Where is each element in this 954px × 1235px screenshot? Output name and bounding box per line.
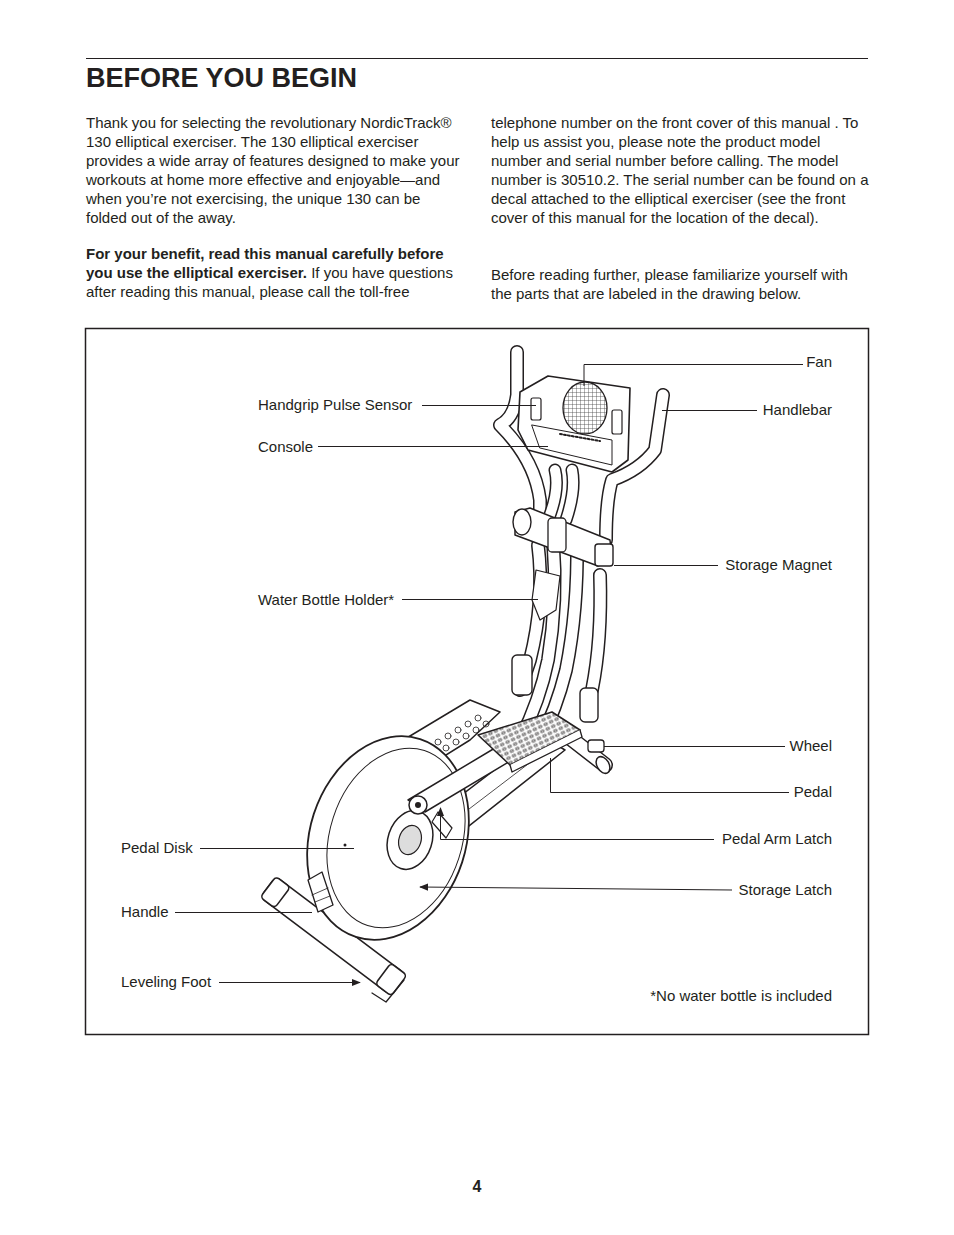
part-label: Handle bbox=[121, 902, 169, 921]
body-text: telephone number on the front cover of t… bbox=[491, 113, 869, 227]
part-label: Fan bbox=[806, 352, 832, 371]
part-label: Pedal Disk bbox=[121, 838, 193, 857]
page-title: BEFORE YOU BEGIN bbox=[86, 62, 357, 94]
part-label: Water Bottle Holder* bbox=[258, 590, 394, 609]
part-label: Console bbox=[258, 437, 313, 456]
part-label: Pedal bbox=[794, 782, 832, 801]
paragraph: For your benefit, read this manual caref… bbox=[86, 244, 464, 301]
leader-lines bbox=[175, 365, 803, 983]
part-label: Storage Latch bbox=[739, 880, 832, 899]
part-label: Wheel bbox=[789, 736, 832, 755]
part-label: Pedal Arm Latch bbox=[722, 829, 832, 848]
page-rule bbox=[86, 58, 868, 59]
part-label: Handlebar bbox=[763, 400, 832, 419]
body-text: Before reading further, please familiari… bbox=[491, 265, 869, 303]
intro-paragraph: Thank you for selecting the revolutionar… bbox=[86, 113, 464, 227]
part-label: Leveling Foot bbox=[121, 972, 211, 991]
page-number: 4 bbox=[473, 1177, 482, 1196]
figure-frame bbox=[86, 329, 869, 1035]
part-label: Storage Magnet bbox=[725, 555, 832, 574]
footnote: *No water bottle is included bbox=[650, 986, 832, 1005]
elliptical-machine bbox=[260, 352, 663, 1002]
part-label: Handgrip Pulse Sensor bbox=[258, 395, 412, 414]
